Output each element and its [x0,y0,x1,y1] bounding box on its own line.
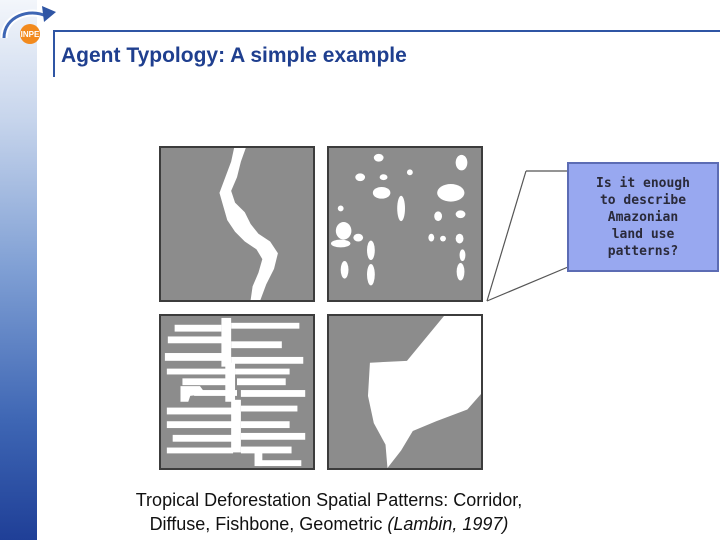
inpe-logo: INPE [0,6,56,44]
geometric-pattern-image [327,314,483,470]
caption-line-1: Tropical Deforestation Spatial Patterns:… [135,490,523,510]
title-rule-top [54,30,720,32]
corridor-pattern-image [159,146,315,302]
fishbone-pattern-image [159,314,315,470]
svg-text:INPE: INPE [21,30,40,39]
caption-line-2-text: Diffuse, Fishbone, Geometric [149,514,388,534]
callout-question-text: Is it enough to describe Amazonian land … [596,175,690,259]
callout-connector-lines [486,170,569,302]
title-rule-left [53,30,55,77]
caption-line-2: Diffuse, Fishbone, Geometric (Lambin, 19… [96,512,562,536]
diffuse-pattern-image [327,146,483,302]
question-callout: Is it enough to describe Amazonian land … [567,162,719,272]
caption-citation: (Lambin, 1997) [387,514,509,534]
left-gradient-bar [0,0,37,540]
figure-caption: Tropical Deforestation Spatial Patterns:… [96,488,562,536]
slide-title: Agent Typology: A simple example [61,44,407,67]
